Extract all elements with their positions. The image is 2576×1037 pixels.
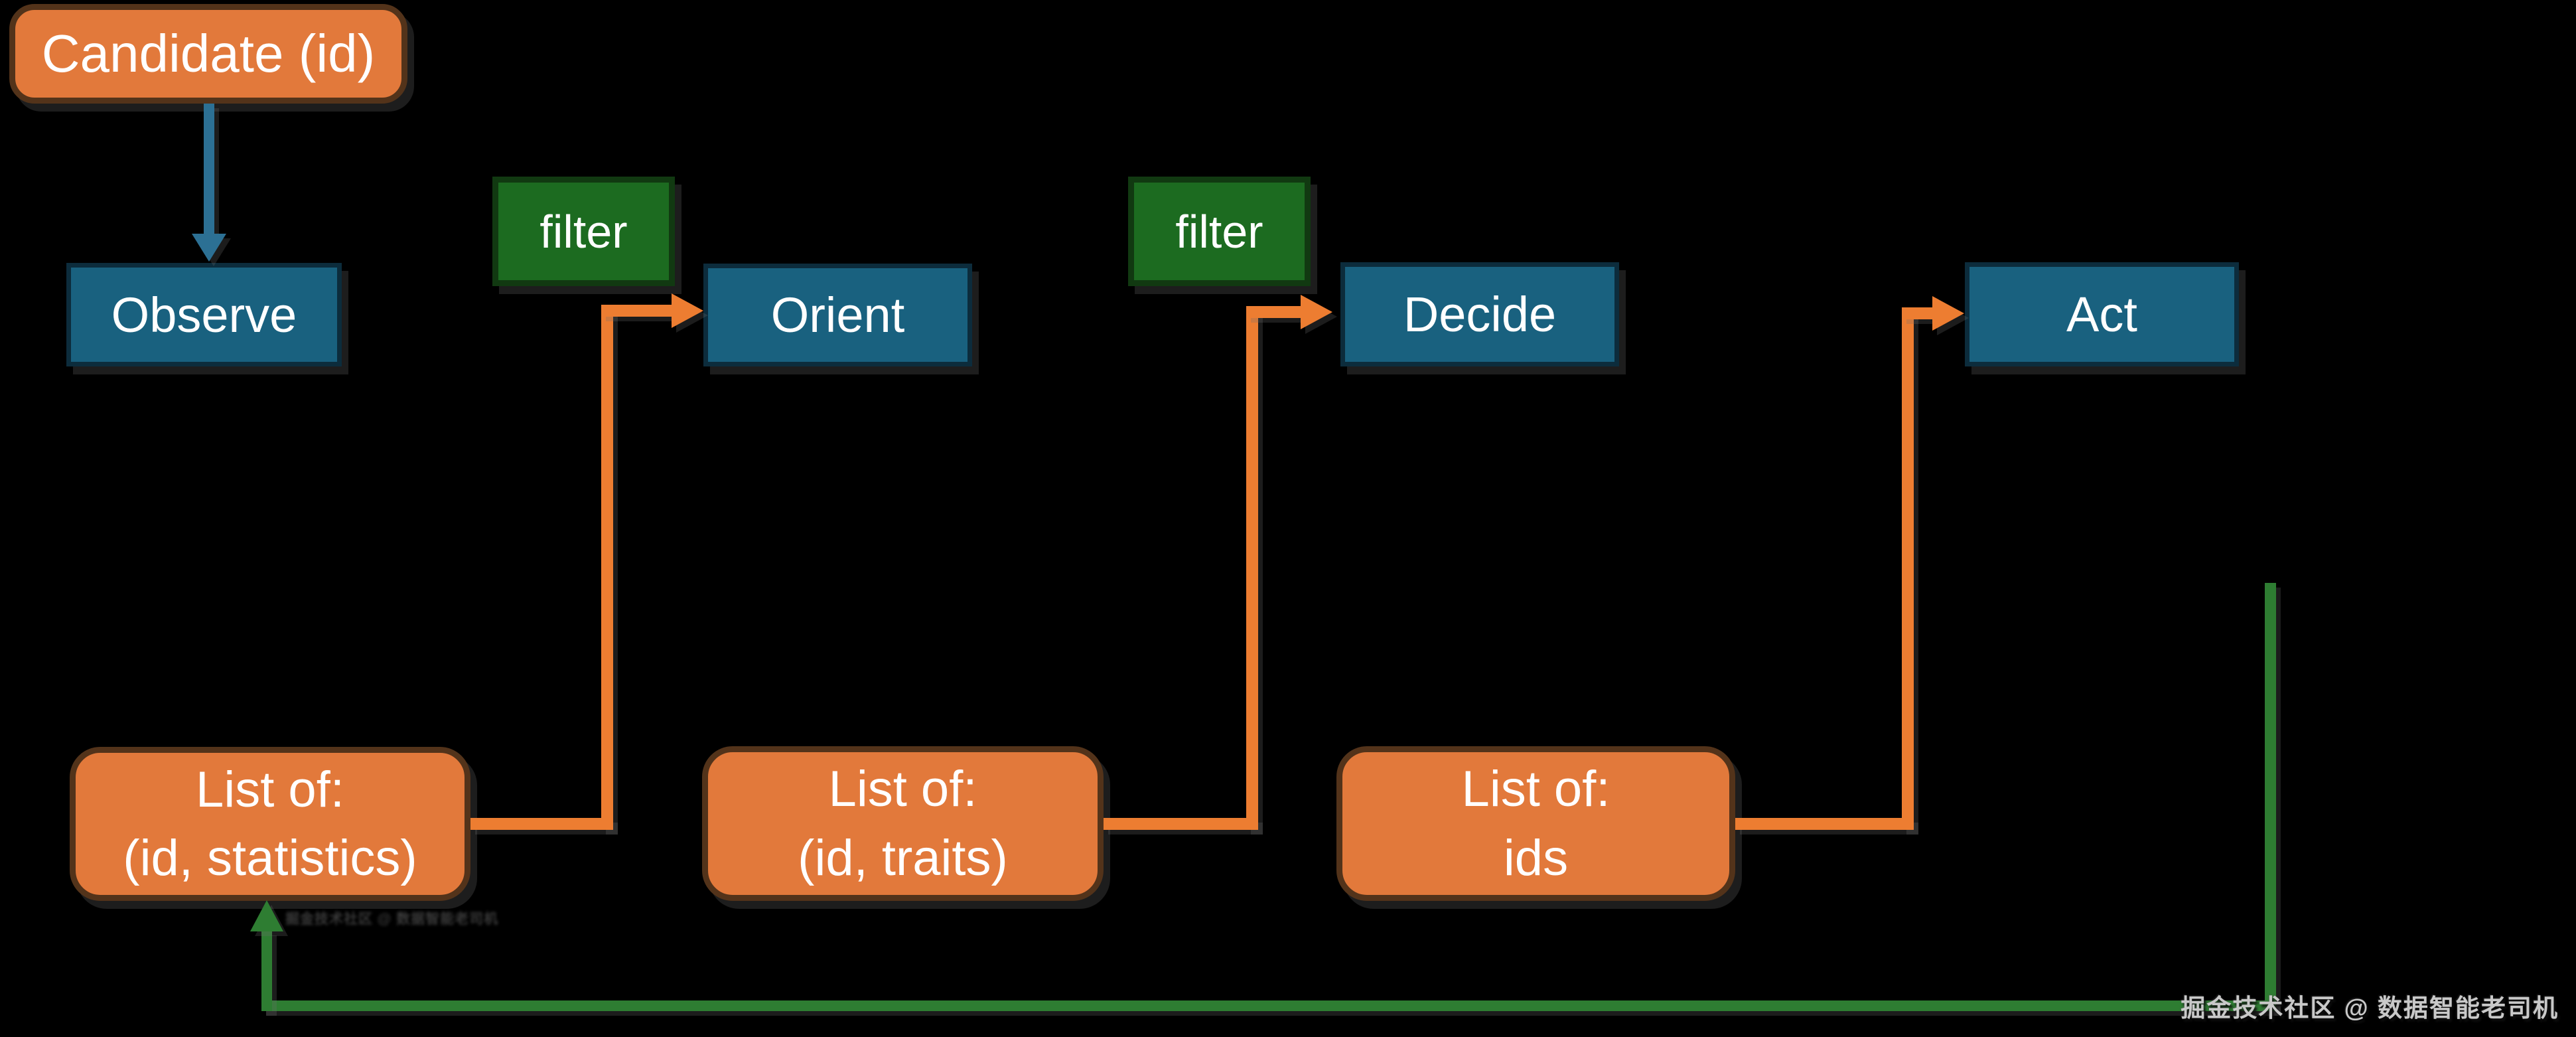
edge-list2-to-decide-bottom-segment: [1104, 818, 1258, 830]
edge-list1-to-orient-vertical-segment: [601, 305, 613, 830]
node-list-id-traits-line2: (id, traits): [798, 829, 1008, 886]
node-act: Act: [1965, 262, 2239, 366]
node-act-label: Act: [2066, 287, 2137, 342]
edge-candidate-to-observe-arrowhead-icon: [192, 234, 226, 262]
node-list-ids-line2: ids: [1503, 829, 1569, 886]
node-list-id-traits: List of: (id, traits): [702, 746, 1104, 901]
node-observe: Observe: [66, 263, 342, 366]
edge-list1-to-orient-bottom-segment: [470, 818, 613, 830]
node-filter-2: filter: [1128, 177, 1311, 286]
watermark: 掘金技术社区 @ 数据智能老司机: [2181, 995, 2559, 1022]
node-list-id-traits-line1: List of:: [828, 761, 977, 818]
node-list-id-statistics-line2: (id, statistics): [123, 830, 417, 886]
edge-list3-to-act-vertical-segment: [1902, 308, 1914, 830]
edge-list1-to-orient-arrowhead-icon: [672, 293, 703, 328]
edge-list2-to-decide-arrowhead-icon: [1301, 295, 1332, 329]
feedback-loop-arrowhead-icon: [250, 900, 283, 931]
node-list-id-statistics: List of: (id, statistics): [70, 747, 470, 901]
node-list-ids-line1: List of:: [1461, 761, 1610, 818]
edge-list2-to-decide-vertical-segment: [1246, 307, 1258, 830]
feedback-loop-left-vertical-segment: [261, 931, 272, 1011]
node-orient: Orient: [703, 264, 972, 366]
node-filter-1-label: filter: [539, 205, 628, 258]
node-candidate-label: Candidate (id): [41, 24, 376, 83]
feedback-loop-right-vertical-segment: [2265, 583, 2276, 1011]
ghost-watermark: 掘金技术社区 @ 数据智能老司机: [285, 912, 499, 927]
node-decide-label: Decide: [1403, 287, 1557, 342]
feedback-loop-bottom-segment: [261, 1000, 2276, 1011]
edge-list3-to-act-arrowhead-icon: [1932, 296, 1964, 331]
edge-list2-to-decide-top-segment: [1246, 306, 1301, 318]
node-filter-1: filter: [492, 177, 675, 286]
node-list-ids: List of: ids: [1336, 746, 1735, 901]
node-candidate: Candidate (id): [9, 4, 407, 104]
edge-candidate-to-observe-shaft: [204, 104, 214, 235]
edge-list1-to-orient-top-segment: [601, 305, 672, 317]
node-observe-label: Observe: [111, 287, 297, 343]
node-list-id-statistics-line1: List of:: [196, 761, 344, 818]
edge-list3-to-act-bottom-segment: [1735, 818, 1914, 830]
node-filter-2-label: filter: [1175, 205, 1263, 258]
edge-list3-to-act-top-segment: [1902, 307, 1932, 319]
node-decide: Decide: [1340, 262, 1619, 366]
node-orient-label: Orient: [770, 287, 905, 343]
